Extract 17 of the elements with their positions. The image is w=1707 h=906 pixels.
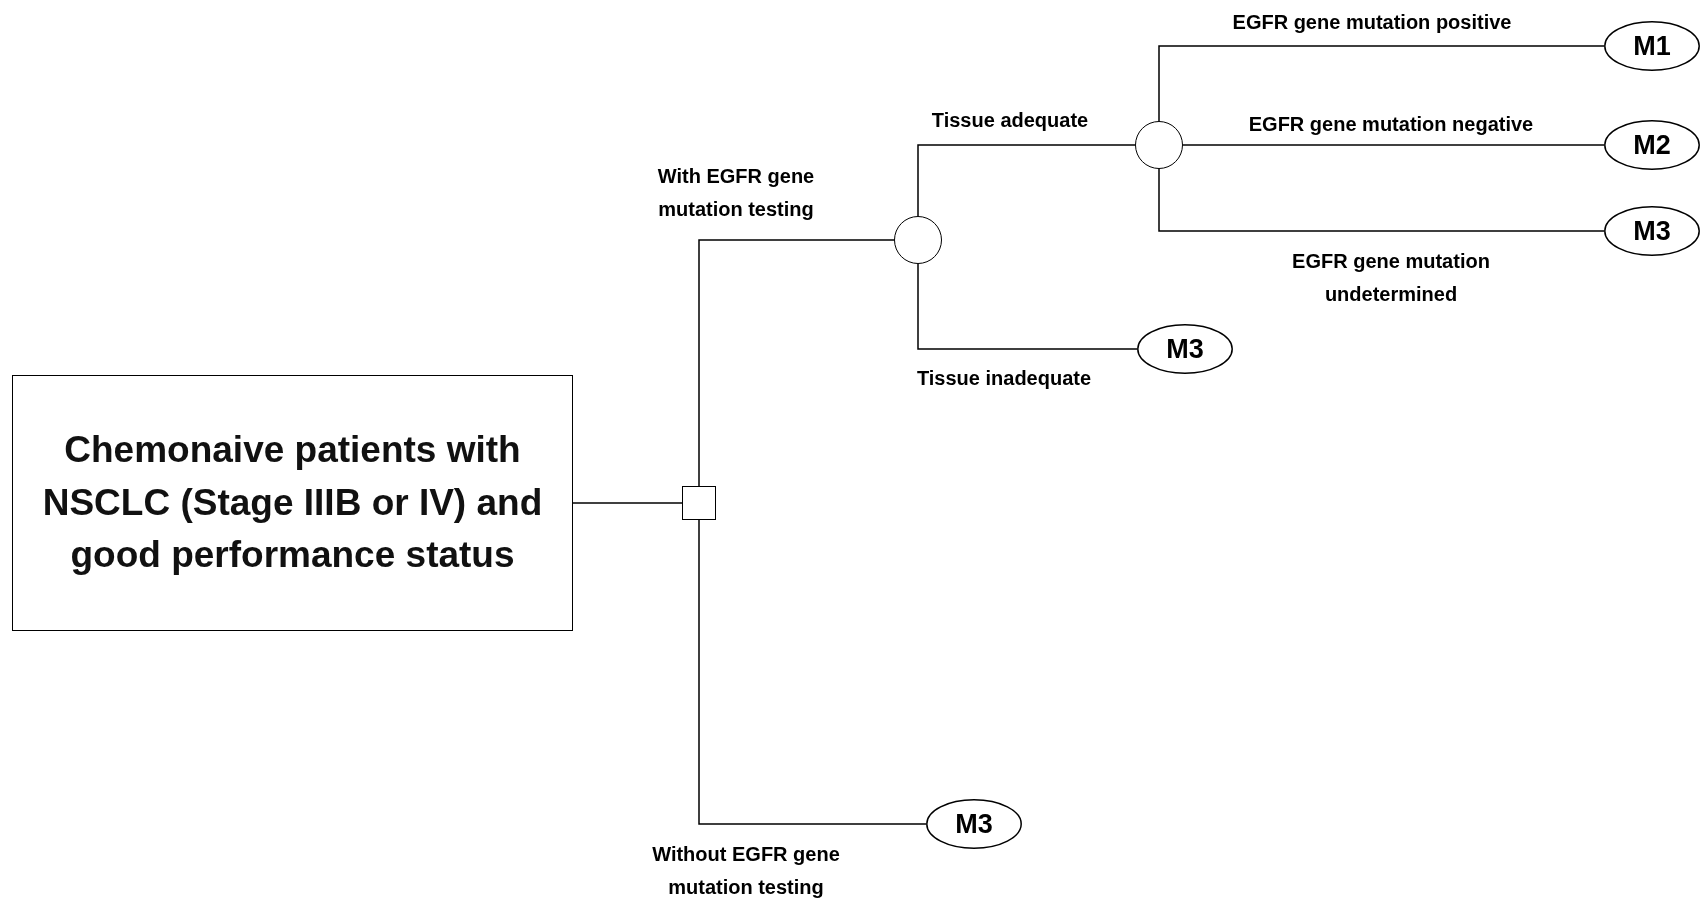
- process-box: Chemonaive patients with NSCLC (Stage IIIB or IV) and good performance status: [12, 375, 573, 631]
- outcome-ellipse: M3: [1604, 206, 1700, 256]
- outcome-ellipse: M3: [926, 799, 1022, 849]
- chance-node: [1135, 121, 1183, 169]
- outcome-ellipse: M3: [1137, 324, 1233, 374]
- connector-line: [572, 502, 683, 504]
- connector-line: [1182, 144, 1605, 146]
- connector-line: [917, 144, 1136, 217]
- connector-line: [1158, 45, 1605, 122]
- outcome-ellipse: M1: [1604, 21, 1700, 71]
- connector-line: [1158, 168, 1605, 232]
- outcome-ellipse: M2: [1604, 120, 1700, 170]
- connector-line: [698, 239, 895, 487]
- chance-node: [894, 216, 942, 264]
- connector-line: [917, 263, 1138, 350]
- connector-line: [698, 519, 927, 825]
- decision-node: [682, 486, 716, 520]
